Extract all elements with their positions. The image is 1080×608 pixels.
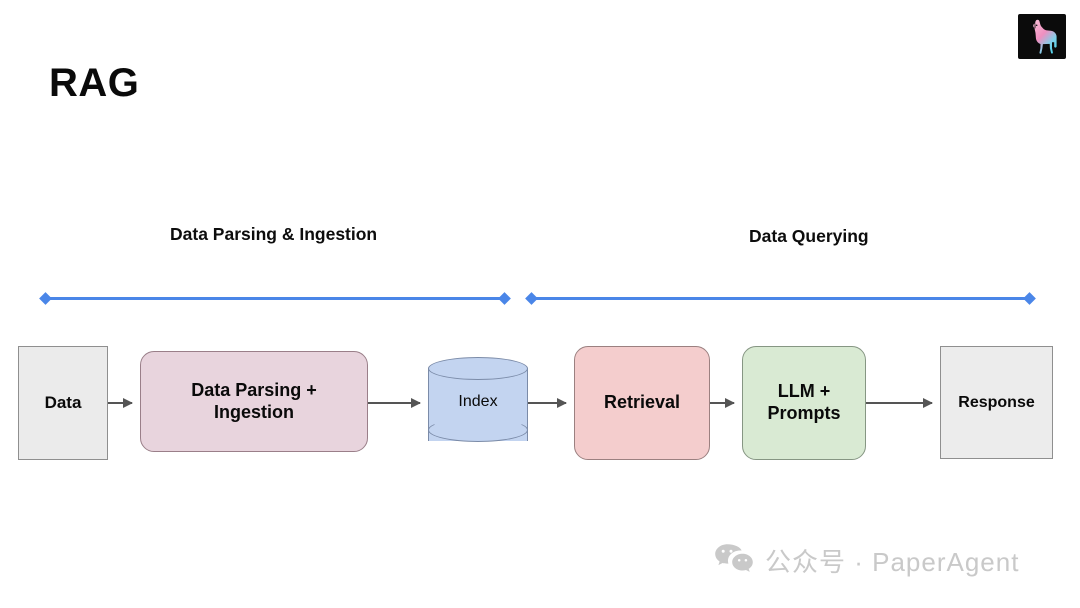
flow-node-response: Response [940,346,1053,459]
flow-node-llm-prompts: LLM + Prompts [742,346,866,460]
flow-node-retrieval: Retrieval [574,346,710,460]
phase-label-data-parsing-ingestion: Data Parsing & Ingestion [170,224,378,244]
watermark-text: 公众号 · PaperAgent [765,547,1020,577]
page-title: RAG [49,61,140,105]
phase-rule-querying [525,292,1036,305]
watermark: 公众号 · PaperAgent [714,542,1019,579]
flow-node-index: Index [428,357,528,452]
arrow-data-to-parsing [108,398,133,408]
cylinder-top [428,357,528,380]
arrow-retrieval-to-llm [710,398,735,408]
rule-end-right-diamond-icon [498,292,511,305]
flow-node-llm-label: LLM + Prompts [767,381,841,423]
flow-node-retrieval-label: Retrieval [603,392,681,413]
rule-end-left-diamond-icon [525,292,538,305]
rule-end-left-diamond-icon [39,292,52,305]
flow-node-data: Data [18,346,108,460]
arrow-parsing-to-index [368,398,421,408]
llama-glyph [1033,19,1057,54]
phase-rule-ingestion [39,292,511,305]
arrow-index-to-retrieval [528,398,567,408]
flow-node-data-label: Data [44,392,82,412]
wechat-icon [714,543,754,578]
arrow-llm-to-response [866,398,933,408]
flow-node-parsing-label: Data Parsing + Ingestion [191,379,317,422]
rule-end-right-diamond-icon [1023,292,1036,305]
llama-logo [1018,14,1066,59]
flow-node-data-parsing-ingestion: Data Parsing + Ingestion [140,351,368,452]
phase-label-data-querying: Data Querying [749,226,869,246]
flow-node-response-label: Response [958,393,1035,411]
flow-node-index-label: Index [458,393,498,410]
cylinder-bottom [428,418,528,442]
